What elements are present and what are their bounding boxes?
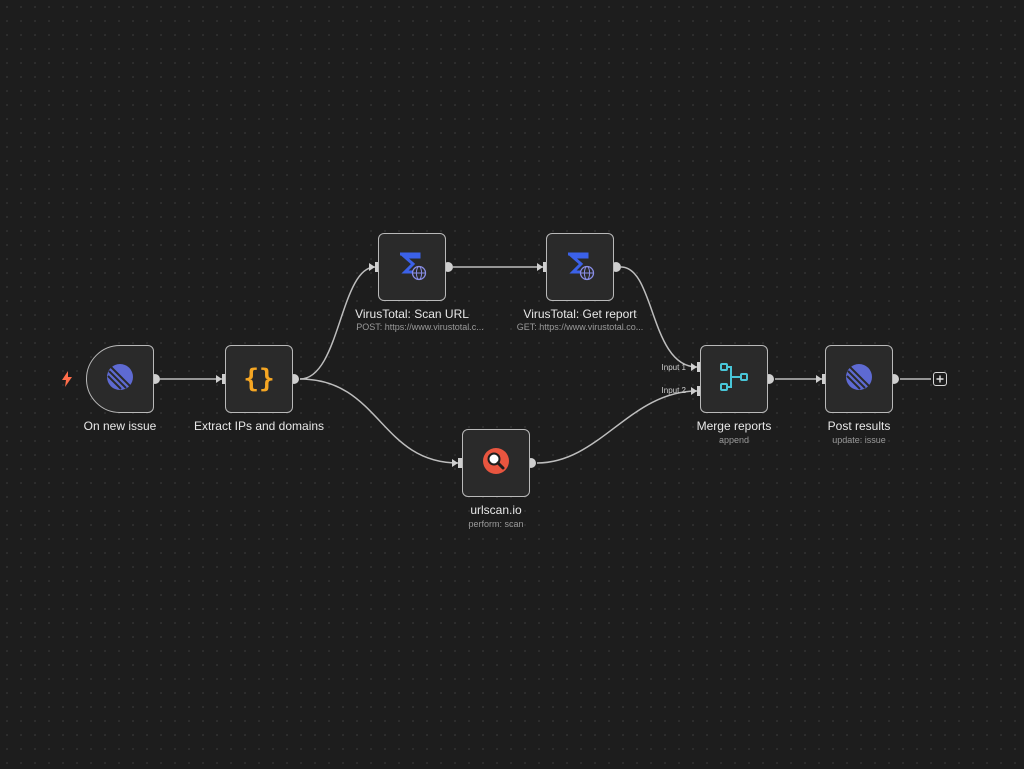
node-post-results[interactable] xyxy=(825,345,893,413)
node-on-new-issue[interactable] xyxy=(86,345,154,413)
input-port xyxy=(458,458,462,468)
magnifier-icon xyxy=(481,446,511,481)
node-title: urlscan.io xyxy=(470,503,522,517)
node-title: Extract IPs and domains xyxy=(193,419,325,433)
node-title: Post results xyxy=(827,419,891,433)
node-title: VirusTotal: Get report xyxy=(523,307,637,321)
node-subtitle: update: issue xyxy=(832,435,886,445)
node-extract-ips-domains[interactable]: {} xyxy=(225,345,293,413)
edge-vtreport-merge xyxy=(620,266,698,368)
edge-extract-vtscan xyxy=(299,266,376,380)
node-subtitle: POST: https://www.virustotal.c... xyxy=(356,322,484,332)
virustotal-icon xyxy=(563,248,597,287)
merge-icon xyxy=(718,361,750,398)
node-title: On new issue xyxy=(83,419,157,433)
linear-icon xyxy=(844,362,874,397)
linear-icon xyxy=(105,362,135,397)
edge-extract-urlscan xyxy=(299,378,459,464)
virustotal-icon xyxy=(395,248,429,287)
node-title: Merge reports xyxy=(696,419,772,433)
input-port xyxy=(543,262,547,272)
add-node-button[interactable] xyxy=(933,372,947,386)
curly-braces-icon: {} xyxy=(243,364,275,394)
trigger-bolt-icon xyxy=(61,371,73,392)
input-port xyxy=(375,262,379,272)
node-merge-reports[interactable] xyxy=(700,345,768,413)
input-port xyxy=(822,374,826,384)
merge-input-2-label: Input 2 xyxy=(661,386,686,395)
node-title: VirusTotal: Scan URL xyxy=(355,307,469,321)
node-subtitle: GET: https://www.virustotal.co... xyxy=(516,322,644,332)
plus-icon xyxy=(936,375,944,383)
merge-input-1-label: Input 1 xyxy=(661,363,686,372)
node-virustotal-get-report[interactable] xyxy=(546,233,614,301)
node-urlscan[interactable] xyxy=(462,429,530,497)
input-port xyxy=(222,374,226,384)
node-subtitle: append xyxy=(718,435,750,445)
edge-urlscan-merge xyxy=(536,390,698,464)
input-port xyxy=(697,362,701,372)
input-port xyxy=(697,386,701,396)
node-virustotal-scan-url[interactable] xyxy=(378,233,446,301)
node-subtitle: perform: scan xyxy=(468,519,524,529)
